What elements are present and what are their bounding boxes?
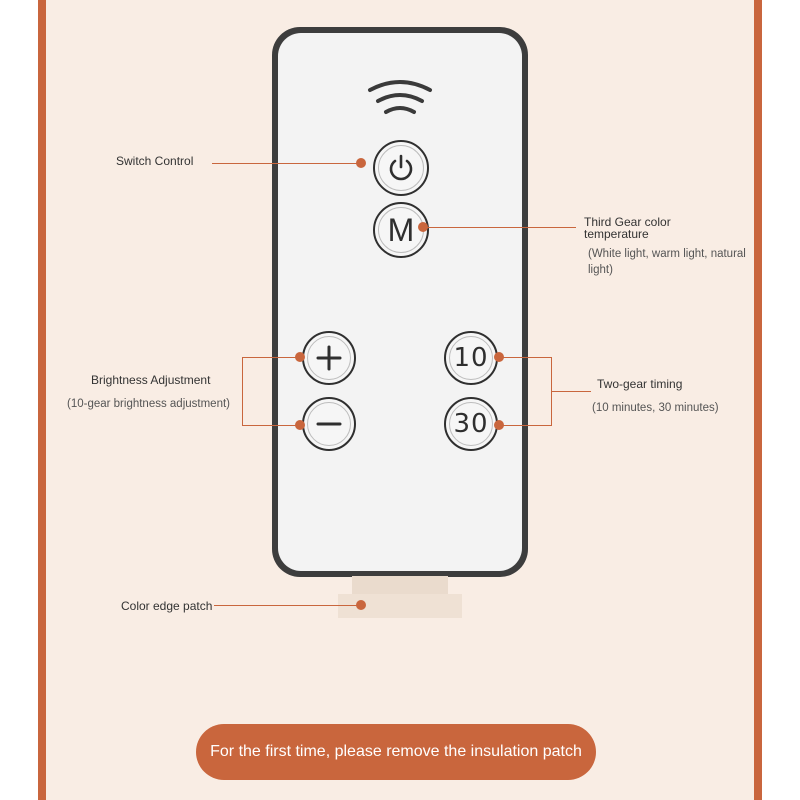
color-edge-label: Color edge patch [121,599,213,613]
plus-button-ring [307,336,351,380]
brightness-bracket-bottom [242,425,300,426]
timing-sub-label: (10 minutes, 30 minutes) [592,402,719,414]
timer-10-ring [449,336,493,380]
third-gear-leader [424,227,576,228]
timer-10-dot [494,352,504,362]
timer-30-label: 30 [453,409,489,439]
power-icon [389,154,413,181]
brightness-sub-label: (10-gear brightness adjustment) [67,398,230,410]
notice-banner-text: For the first time, please remove the in… [210,743,582,760]
brightness-down-button[interactable] [302,397,356,451]
brightness-up-button[interactable] [302,331,356,385]
third-gear-sub-line2: light) [588,264,613,276]
third-gear-sub-line1: (White light, warm light, natural [588,248,746,260]
timer-30-ring [449,402,493,446]
third-gear-label-line1: Third Gear color [584,215,671,229]
brightness-up-dot [295,352,305,362]
plus-icon [316,345,342,371]
brightness-bracket-top [242,357,300,358]
brightness-label: Brightness Adjustment [91,373,211,387]
remote-control [272,27,528,577]
timer-30-dot [494,420,504,430]
minus-icon [316,422,342,426]
timing-bracket-top [500,357,552,358]
remote-face [278,33,522,571]
power-button-ring [378,145,424,191]
brightness-bracket-vertical [242,357,243,426]
switch-control-label: Switch Control [116,154,194,168]
notice-banner: For the first time, please remove the in… [196,724,596,780]
patch-tab [352,576,448,596]
timing-label: Two-gear timing [597,377,683,391]
color-edge-leader [214,605,360,606]
switch-control-dot [356,158,366,168]
minus-button-ring [307,402,351,446]
switch-control-leader [212,163,362,164]
timing-leader [551,391,591,392]
timer-30-button[interactable]: 30 [444,397,498,451]
signal-icon [368,80,432,114]
power-button[interactable] [373,140,429,196]
timer-10-button[interactable]: 10 [444,331,498,385]
timing-bracket-bottom [500,425,552,426]
third-gear-dot [418,222,428,232]
timer-10-label: 10 [453,343,489,373]
mode-button-label: M [387,211,415,248]
brightness-down-dot [295,420,305,430]
color-edge-dot [356,600,366,610]
third-gear-label-line2: temperature [584,227,649,241]
